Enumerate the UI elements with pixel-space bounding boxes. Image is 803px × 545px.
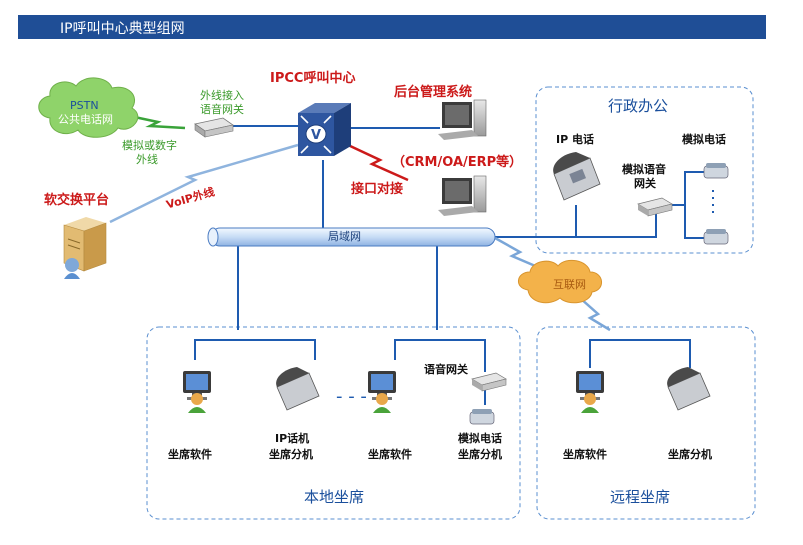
internet-link-1: [494, 236, 541, 270]
softswitch-label: 软交换平台: [44, 193, 110, 208]
page-title: IP呼叫中心典型组网: [60, 21, 185, 37]
admin-office-frame: [535, 86, 754, 254]
interface-computer: [438, 175, 487, 216]
local-analog-phone-label-1: 模拟电话: [458, 432, 502, 445]
trunk-gateway-label-2: 语音网关: [200, 103, 244, 116]
lan-bus: [207, 227, 496, 247]
internet-link-2: [579, 297, 611, 332]
pstn-cloud: [38, 77, 139, 138]
svg-text:V: V: [311, 128, 321, 143]
analog-digital-label-2: 外线: [136, 153, 158, 166]
trunk-gateway-device: [194, 117, 234, 138]
crm-label: （CRM/OA/ERP等）: [392, 155, 523, 170]
internet-label: 互联网: [553, 278, 586, 291]
ipcc-label: IPCC呼叫中心: [270, 71, 356, 86]
admin-analog-phone-label: 模拟电话: [682, 133, 726, 146]
lan-label: 局域网: [328, 230, 361, 243]
pstn-sub-label: 公共电话网: [58, 113, 113, 126]
local-ip-phone-label-2: 坐席分机: [269, 448, 313, 461]
local-seats-title: 本地坐席: [304, 488, 365, 506]
local-seat-software-1: 坐席软件: [168, 448, 212, 461]
remote-seat-phone: [667, 367, 711, 411]
local-seat-software-2: 坐席软件: [368, 448, 412, 461]
local-seats-frame: [146, 326, 521, 520]
local-seat-ip-phone: [276, 367, 320, 411]
internet-cloud: [518, 259, 602, 304]
remote-seat-pc: [576, 371, 604, 413]
trunk-gateway-label-1: 外线接入: [200, 89, 244, 102]
svg-text:- - -: - - -: [336, 386, 367, 407]
interface-label: 接口对接: [351, 182, 404, 197]
admin-ip-phone: [553, 152, 601, 201]
voip-link: [109, 143, 299, 224]
local-seat-pc-1: [183, 371, 211, 413]
admin-gateway-label-2: 网关: [634, 177, 656, 190]
softswitch-server: [63, 217, 107, 279]
remote-seat-software: 坐席软件: [563, 448, 607, 461]
crm-link: [347, 143, 409, 182]
local-voice-gateway-label: 语音网关: [424, 363, 468, 376]
connection-lines: [194, 125, 705, 405]
title-banner: IP呼叫中心典型组网: [18, 15, 766, 39]
local-voice-gateway: [471, 372, 507, 392]
remote-seats-frame: [536, 326, 756, 520]
local-analog-phone: [469, 408, 495, 425]
admin-office-title: 行政办公: [608, 97, 669, 115]
admin-analog-phone-2: [703, 228, 729, 245]
analog-digital-label-1: 模拟或数字: [122, 139, 177, 152]
admin-ip-phone-label: IP 电话: [556, 133, 594, 146]
pstn-label: PSTN: [70, 99, 99, 112]
pstn-link: [124, 113, 186, 130]
local-ip-phone-label-1: IP话机: [275, 432, 310, 445]
backend-label: 后台管理系统: [394, 85, 473, 100]
remote-seats-title: 远程坐席: [610, 488, 671, 506]
ipcc-switch-device: V: [298, 103, 351, 156]
admin-analog-phone-1: [703, 162, 729, 179]
remote-seat-extension: 坐席分机: [668, 448, 712, 461]
admin-analog-gateway: [637, 197, 673, 217]
backend-computer: [438, 99, 487, 140]
local-analog-phone-label-2: 坐席分机: [458, 448, 502, 461]
admin-gateway-label-1: 模拟语音: [622, 163, 666, 176]
local-seat-pc-2: [368, 371, 396, 413]
